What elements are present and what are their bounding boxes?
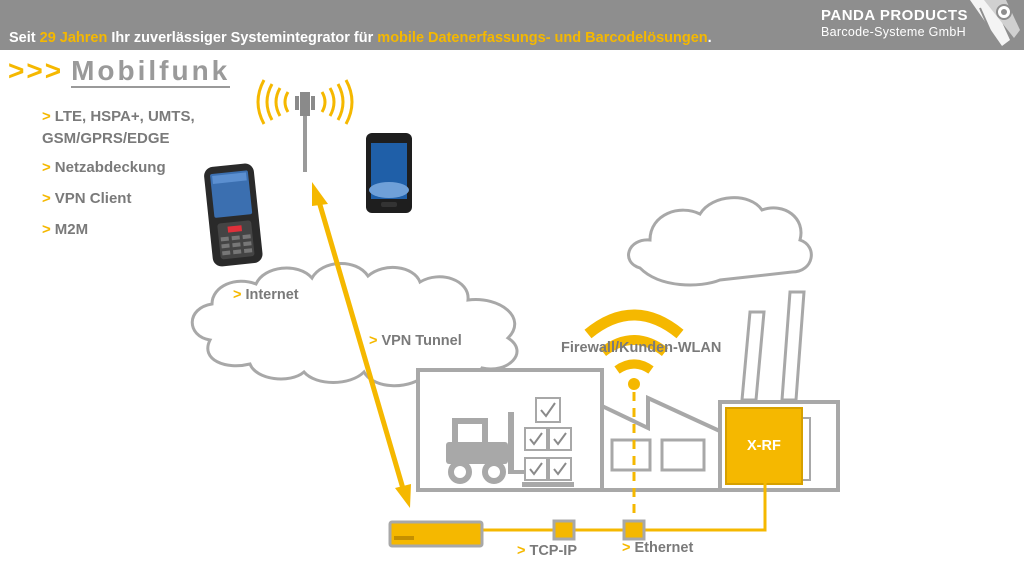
label-vpn-tunnel: >VPN Tunnel: [369, 333, 462, 349]
label-ethernet: >Ethernet: [622, 540, 693, 556]
forklift-icon: [446, 412, 528, 484]
label-text: Ethernet: [634, 540, 694, 556]
label-internet: >Internet: [233, 287, 299, 303]
bullet-text: LTE, HSPA+, UMTS, GSM/GPRS/EDGE: [42, 108, 195, 147]
list-item: >LTE, HSPA+, UMTS, GSM/GPRS/EDGE: [42, 106, 232, 150]
label-tcp-ip: >TCP-IP: [517, 543, 577, 559]
cell-tower-icon: [256, 79, 354, 172]
label-firewall: Firewall/Kunden-WLAN: [561, 340, 722, 356]
ethernet-node: [622, 519, 646, 541]
wifi-icon: [584, 309, 684, 390]
header-bar: Seit 29 Jahren Ihr zuverlässiger Systemi…: [0, 0, 1024, 50]
list-item: >M2M: [42, 219, 232, 241]
bullet-text: Netzabdeckung: [54, 159, 166, 176]
tagline-focus: mobile Datenerfassungs- und Barcodelösun…: [377, 30, 708, 46]
label-marker: >: [517, 543, 526, 559]
list-item: >Netzabdeckung: [42, 157, 232, 179]
tagline-end: .: [707, 30, 712, 46]
bullet-marker: >: [42, 190, 51, 207]
tagline-years: 29 Jahren: [39, 30, 108, 46]
pallet-boxes-icon: [522, 397, 574, 487]
tagline-mid: Ihr zuverlässiger Systemintegrator für: [107, 30, 378, 46]
brand-subtitle: Barcode-Systeme GmbH: [820, 25, 966, 39]
title-arrows: >>>: [8, 55, 64, 86]
hall-window: [610, 438, 652, 472]
brand-logo-text: PANDA PRODUCTS Barcode-Systeme GmbH: [821, 7, 968, 39]
label-marker: >: [622, 540, 631, 556]
tagline: Seit 29 Jahren Ihr zuverlässiger Systemi…: [9, 30, 712, 46]
cloud-icon: [627, 196, 813, 287]
feature-list: >LTE, HSPA+, UMTS, GSM/GPRS/EDGE >Netzab…: [42, 106, 232, 250]
page-title: >>>Mobilfunk: [8, 55, 231, 88]
tagline-pre: Seit: [9, 30, 40, 46]
router-icon: [388, 520, 484, 548]
bullet-text: M2M: [54, 221, 89, 238]
list-item: >VPN Client: [42, 188, 232, 210]
mobile-computer-icon: [366, 133, 412, 213]
hall-window: [660, 438, 706, 472]
bullet-marker: >: [42, 159, 51, 176]
label-marker: >: [369, 333, 378, 349]
bullet-marker: >: [42, 108, 51, 125]
vpn-tunnel-arrow: [312, 182, 411, 508]
factory-chimneys: [740, 290, 806, 402]
title-text: Mobilfunk: [71, 55, 231, 88]
label-xrf: X-RF: [747, 438, 781, 454]
label-text: TCP-IP: [529, 543, 577, 559]
panda-logo-icon: [970, 0, 1020, 46]
bullet-marker: >: [42, 221, 51, 238]
brand-name: PANDA PRODUCTS: [820, 7, 968, 24]
label-text: Internet: [245, 287, 299, 303]
label-text: VPN Tunnel: [381, 333, 462, 349]
handheld-scanner-icon: [204, 163, 263, 267]
tcp-ip-node: [552, 519, 576, 541]
label-marker: >: [233, 287, 242, 303]
bullet-text: VPN Client: [54, 190, 132, 207]
